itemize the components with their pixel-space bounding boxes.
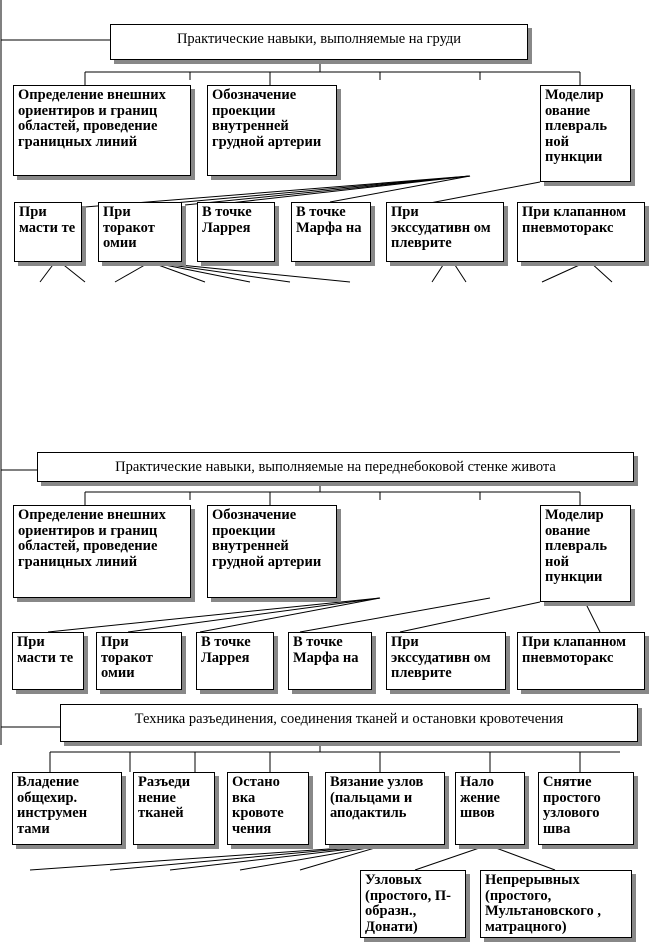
section3-item-suturing: Нало жение швов bbox=[455, 772, 525, 845]
section2-item-artery-projection: Обозначение проекции внутренней грудной … bbox=[207, 505, 337, 598]
section1-item-artery-projection: Обозначение проекции внутренней грудной … bbox=[207, 85, 337, 176]
section1-item-pleural-puncture: Моделир ование плевраль ной пункции bbox=[540, 85, 631, 182]
section1-case-valve-pneumothorax: При клапанном пневмоторакс bbox=[517, 202, 645, 262]
section2-title: Практические навыки, выполняемые на пере… bbox=[37, 452, 634, 482]
section1-title: Практические навыки, выполняемые на груд… bbox=[110, 24, 528, 60]
section3-item-tissue-separation: Разъеди нение тканей bbox=[133, 772, 215, 845]
section3-sub-continuous-sutures: Непрерывных (простого, Мультановского , … bbox=[480, 870, 632, 938]
section2-case-exudative-pleurisy: При экссудативн ом плеврите bbox=[386, 632, 506, 690]
section3-item-bleeding-control: Остано вка кровоте чения bbox=[227, 772, 309, 845]
section3-item-suture-removal: Снятие простого узлового шва bbox=[538, 772, 634, 845]
section1-case-exudative-pleurisy: При экссудативн ом плеврите bbox=[386, 202, 504, 262]
section2-case-valve-pneumothorax: При клапанном пневмоторакс bbox=[517, 632, 645, 690]
section3-item-knot-tying: Вязание узлов (пальцами и аподактиль bbox=[325, 772, 445, 845]
section2-item-external-landmarks: Определение внешних ориентиров и границ … bbox=[13, 505, 191, 598]
section2-case-mastitis: При масти те bbox=[12, 632, 84, 690]
section2-case-larrey-point: В точке Ларрея bbox=[196, 632, 274, 690]
section3-sub-interrupted-sutures: Узловых (простого, П-образн., Донати) bbox=[360, 870, 466, 938]
section2-case-marfan-point: В точке Марфа на bbox=[288, 632, 372, 690]
section3-item-instruments: Владение общехир. инструмен тами bbox=[12, 772, 122, 845]
section3-title: Техника разъединения, соединения тканей … bbox=[60, 704, 638, 742]
section1-case-marfan-point: В точке Марфа на bbox=[291, 202, 371, 262]
section2-case-thoracotomy: При торакот омии bbox=[96, 632, 182, 690]
section1-case-thoracotomy: При торакот омии bbox=[98, 202, 182, 262]
section1-item-external-landmarks: Определение внешних ориентиров и границ … bbox=[13, 85, 191, 176]
section1-case-larrey-point: В точке Ларрея bbox=[197, 202, 275, 262]
section2-item-pleural-puncture: Моделир ование плевраль ной пункции bbox=[540, 505, 631, 602]
section1-case-mastitis: При масти те bbox=[14, 202, 82, 262]
